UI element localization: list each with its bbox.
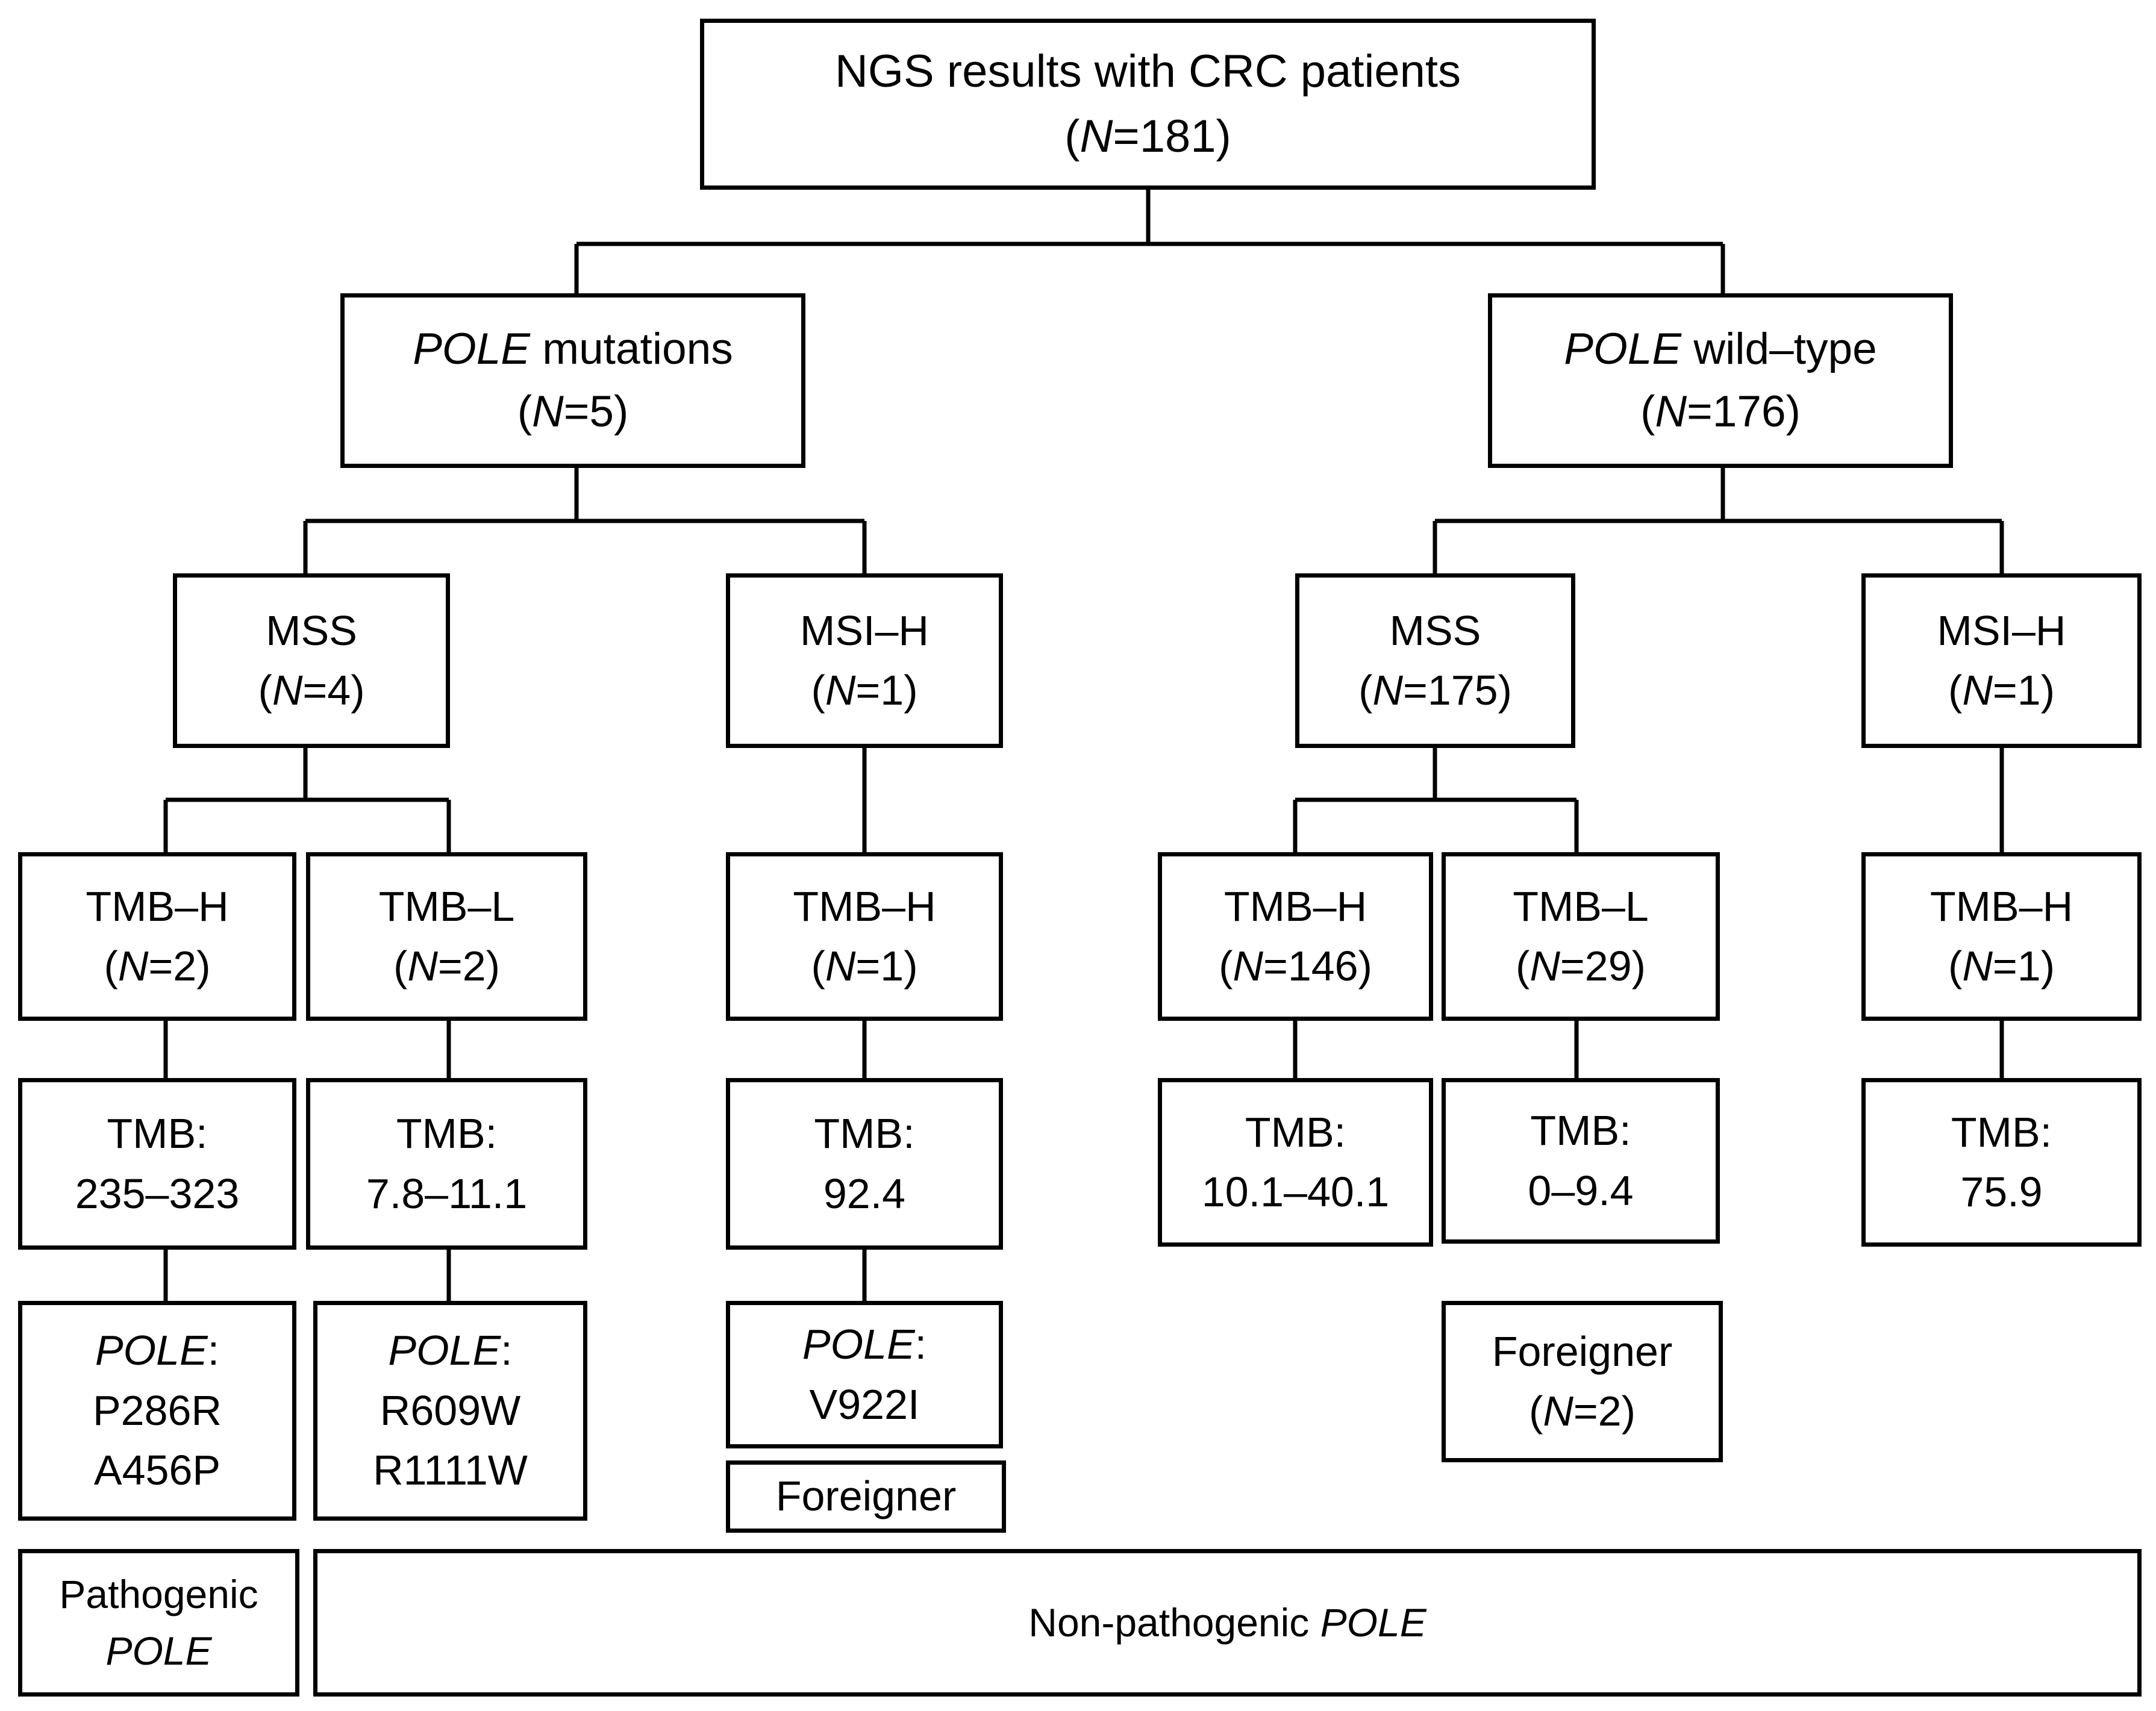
pole-mutations-title: POLE mutations bbox=[413, 325, 733, 374]
edge-pole-mutations bbox=[303, 468, 867, 573]
tmb-range: 75.9 bbox=[1960, 1168, 2043, 1215]
pole-variant: A456P bbox=[93, 1447, 221, 1494]
foreigner-count: (N=2) bbox=[1529, 1388, 1636, 1435]
pole-mutations-node: POLE mutations (N=5) bbox=[340, 293, 805, 468]
wt-mss-title: MSS bbox=[1389, 606, 1481, 654]
tmb-range: 0–9.4 bbox=[1528, 1167, 1634, 1214]
foreigner-small-box: Foreigner bbox=[726, 1460, 1006, 1533]
wt-mss-tmbl-count: (N=29) bbox=[1516, 943, 1646, 990]
wt-mss-tmbh-count: (N=146) bbox=[1219, 943, 1372, 990]
wt-msih-title: MSI–H bbox=[1937, 606, 2066, 654]
tmb-label: TMB: bbox=[396, 1110, 498, 1158]
edge-pole-wildtype bbox=[1433, 468, 2004, 573]
mut-msih-count: (N=1) bbox=[811, 667, 918, 714]
wt-mss-tmbh-title: TMB–H bbox=[1223, 882, 1367, 930]
mut-msih-tmbh-count: (N=1) bbox=[811, 943, 918, 990]
wt-mss-tmbh-node: TMB–H (N=146) bbox=[1158, 852, 1433, 1021]
mut-mss-tmbh-count: (N=2) bbox=[104, 943, 211, 990]
mut-msih-node: MSI–H (N=1) bbox=[726, 573, 1003, 748]
mut-msih-tmbh-title: TMB–H bbox=[793, 882, 936, 930]
mut-msih-tmbh-node: TMB–H (N=1) bbox=[726, 852, 1003, 1021]
tmb-label: TMB: bbox=[107, 1110, 208, 1158]
pole-wildtype-node: POLE wild–type (N=176) bbox=[1488, 293, 1953, 468]
wt-mss-tmbl-title: TMB–L bbox=[1513, 882, 1649, 930]
tmb-label: TMB: bbox=[1245, 1108, 1346, 1156]
tmb-value-f: TMB: 75.9 bbox=[1861, 1078, 2142, 1247]
edge-tmb-values bbox=[163, 1021, 2004, 1078]
wt-mss-node: MSS (N=175) bbox=[1295, 573, 1575, 748]
pathogenic-label: Pathogenic bbox=[59, 1571, 258, 1616]
mut-mss-node: MSS (N=4) bbox=[173, 573, 450, 748]
wt-msih-tmbh-count: (N=1) bbox=[1948, 943, 2055, 990]
edge-pole-variants bbox=[163, 1250, 867, 1301]
tmb-label: TMB: bbox=[1951, 1108, 2052, 1156]
pole-variant: R1111W bbox=[373, 1447, 528, 1494]
wt-msih-count: (N=1) bbox=[1948, 667, 2055, 714]
wt-mss-tmbl-node: TMB–L (N=29) bbox=[1442, 852, 1720, 1021]
pole-variants-c: POLE: V922I bbox=[726, 1301, 1003, 1448]
tmb-range: 92.4 bbox=[823, 1170, 906, 1217]
pole-variants-gene: POLE: bbox=[95, 1327, 220, 1374]
root-node: NGS results with CRC patients (N=181) bbox=[700, 19, 1596, 190]
wt-mss-count: (N=175) bbox=[1358, 667, 1512, 714]
mut-mss-tmbl-count: (N=2) bbox=[393, 943, 500, 990]
tmb-label: TMB: bbox=[1530, 1107, 1631, 1155]
pole-variants-b: POLE: R609W R1111W bbox=[313, 1301, 587, 1521]
root-title: NGS results with CRC patients bbox=[835, 46, 1461, 98]
tmb-range: 235–323 bbox=[75, 1170, 240, 1217]
pathogenic-gene: POLE bbox=[105, 1628, 212, 1673]
pole-variants-a: POLE: P286R A456P bbox=[18, 1301, 296, 1521]
pole-variants-gene: POLE: bbox=[802, 1321, 927, 1368]
edge-root bbox=[574, 190, 1725, 293]
mut-mss-tmbh-title: TMB–H bbox=[86, 882, 229, 930]
pole-variants-gene: POLE: bbox=[388, 1327, 513, 1374]
pole-variant: V922I bbox=[809, 1380, 920, 1428]
pole-variant: P286R bbox=[92, 1386, 222, 1434]
foreigner-label: Foreigner bbox=[775, 1473, 957, 1520]
pole-variant: R609W bbox=[380, 1386, 521, 1434]
tmb-value-e: TMB: 0–9.4 bbox=[1442, 1078, 1720, 1244]
edge-mut-mss bbox=[163, 748, 451, 852]
wt-msih-node: MSI–H (N=1) bbox=[1861, 573, 2142, 748]
pole-wildtype-count: (N=176) bbox=[1640, 387, 1801, 436]
pole-wildtype-title: POLE wild–type bbox=[1564, 325, 1877, 374]
wt-msih-tmbh-node: TMB–H (N=1) bbox=[1861, 852, 2142, 1021]
root-count: (N=181) bbox=[1064, 111, 1231, 162]
tmb-value-b: TMB: 7.8–11.1 bbox=[306, 1078, 587, 1250]
edge-wt-mss bbox=[1293, 748, 1579, 852]
pole-mutations-count: (N=5) bbox=[517, 387, 629, 436]
non-pathogenic-box: Non-pathogenic POLE bbox=[313, 1549, 2142, 1697]
tmb-range: 10.1–40.1 bbox=[1201, 1168, 1390, 1215]
tmb-label: TMB: bbox=[814, 1110, 915, 1158]
mut-mss-title: MSS bbox=[266, 606, 357, 654]
tmb-value-c: TMB: 92.4 bbox=[726, 1078, 1003, 1250]
non-pathogenic-label: Non-pathogenic POLE bbox=[1028, 1600, 1426, 1645]
mut-mss-tmbl-title: TMB–L bbox=[378, 882, 515, 930]
pathogenic-box: Pathogenic POLE bbox=[18, 1549, 299, 1697]
foreigner-label: Foreigner bbox=[1492, 1327, 1673, 1375]
mut-mss-tmbh-node: TMB–H (N=2) bbox=[18, 852, 296, 1021]
tmb-range: 7.8–11.1 bbox=[366, 1170, 528, 1217]
mut-mss-tmbl-node: TMB–L (N=2) bbox=[306, 852, 587, 1021]
mut-msih-title: MSI–H bbox=[800, 606, 929, 654]
tmb-value-a: TMB: 235–323 bbox=[18, 1078, 296, 1250]
tmb-value-d: TMB: 10.1–40.1 bbox=[1158, 1078, 1433, 1247]
wt-msih-tmbh-title: TMB–H bbox=[1929, 882, 2073, 930]
foreigner-count-box: Foreigner (N=2) bbox=[1442, 1301, 1723, 1462]
mut-mss-count: (N=4) bbox=[258, 667, 365, 714]
